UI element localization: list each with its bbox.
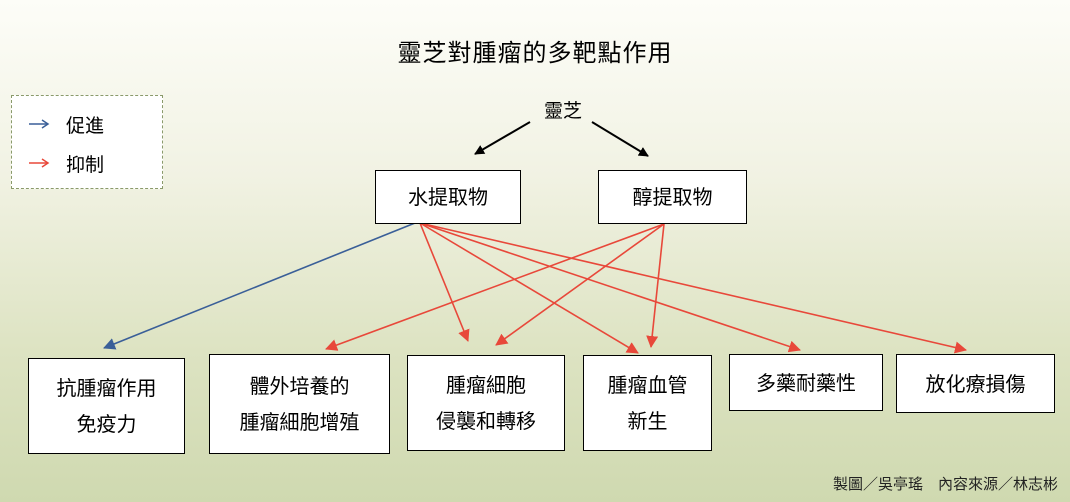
node-target-metastasis: 腫瘤細胞 侵襲和轉移	[407, 355, 565, 451]
blue-arrow-icon	[29, 119, 50, 129]
target-line-2: 腫瘤細胞增殖	[239, 410, 360, 434]
target-line-1: 抗腫瘤作用	[56, 376, 157, 400]
edge-alcohol-inhibit-target-2	[495, 223, 665, 346]
node-target-radiation-damage: 放化療損傷	[896, 354, 1055, 413]
legend: 促進 抑制	[11, 95, 163, 189]
edge-water-inhibit-target-3	[419, 222, 639, 354]
node-water-extract: 水提取物	[375, 170, 521, 224]
edge-water-promote-target-1	[103, 222, 416, 350]
node-alcohol-extract: 醇提取物	[598, 170, 747, 224]
target-line-2: 免疫力	[76, 412, 137, 436]
target-line-1: 多藥耐藥性	[756, 370, 856, 395]
edge-water-inhibit-target-4	[419, 222, 801, 353]
target-line-2: 侵襲和轉移	[436, 409, 536, 433]
target-line-1: 放化療損傷	[925, 371, 1026, 396]
target-line-1: 腫瘤血管	[607, 373, 688, 397]
node-target-immunity: 抗腫瘤作用 免疫力	[28, 358, 185, 454]
edge-root-to-alcohol	[591, 121, 649, 157]
edge-alcohol-inhibit-target-3	[646, 223, 665, 348]
page-title: 靈芝對腫瘤的多靶點作用	[397, 39, 673, 67]
edge-root-to-water	[474, 121, 531, 155]
target-line-2: 新生	[627, 409, 668, 433]
legend-item-inhibit: 抑制	[28, 148, 104, 178]
target-line-1: 腫瘤細胞	[446, 373, 526, 397]
node-target-proliferation: 體外培養的 腫瘤細胞增殖	[209, 354, 390, 454]
legend-label-inhibit: 抑制	[66, 153, 105, 176]
node-water-extract-label: 水提取物	[408, 185, 488, 209]
edge-water-inhibit-target-5	[419, 222, 967, 354]
node-target-angiogenesis: 腫瘤血管 新生	[583, 355, 712, 451]
edge-water-inhibit-target-2	[419, 222, 470, 342]
legend-label-promote: 促進	[66, 114, 105, 137]
node-alcohol-extract-label: 醇提取物	[632, 185, 713, 209]
target-line-1: 體外培養的	[249, 374, 350, 398]
legend-item-promote: 促進	[28, 109, 104, 139]
node-target-mdr: 多藥耐藥性	[729, 354, 883, 411]
node-root: 靈芝	[543, 100, 582, 122]
red-arrow-icon	[29, 158, 50, 168]
credit-footer: 製圖／吳亭瑤 內容來源／林志彬	[832, 475, 1058, 493]
edge-alcohol-inhibit-target-1	[325, 223, 665, 351]
